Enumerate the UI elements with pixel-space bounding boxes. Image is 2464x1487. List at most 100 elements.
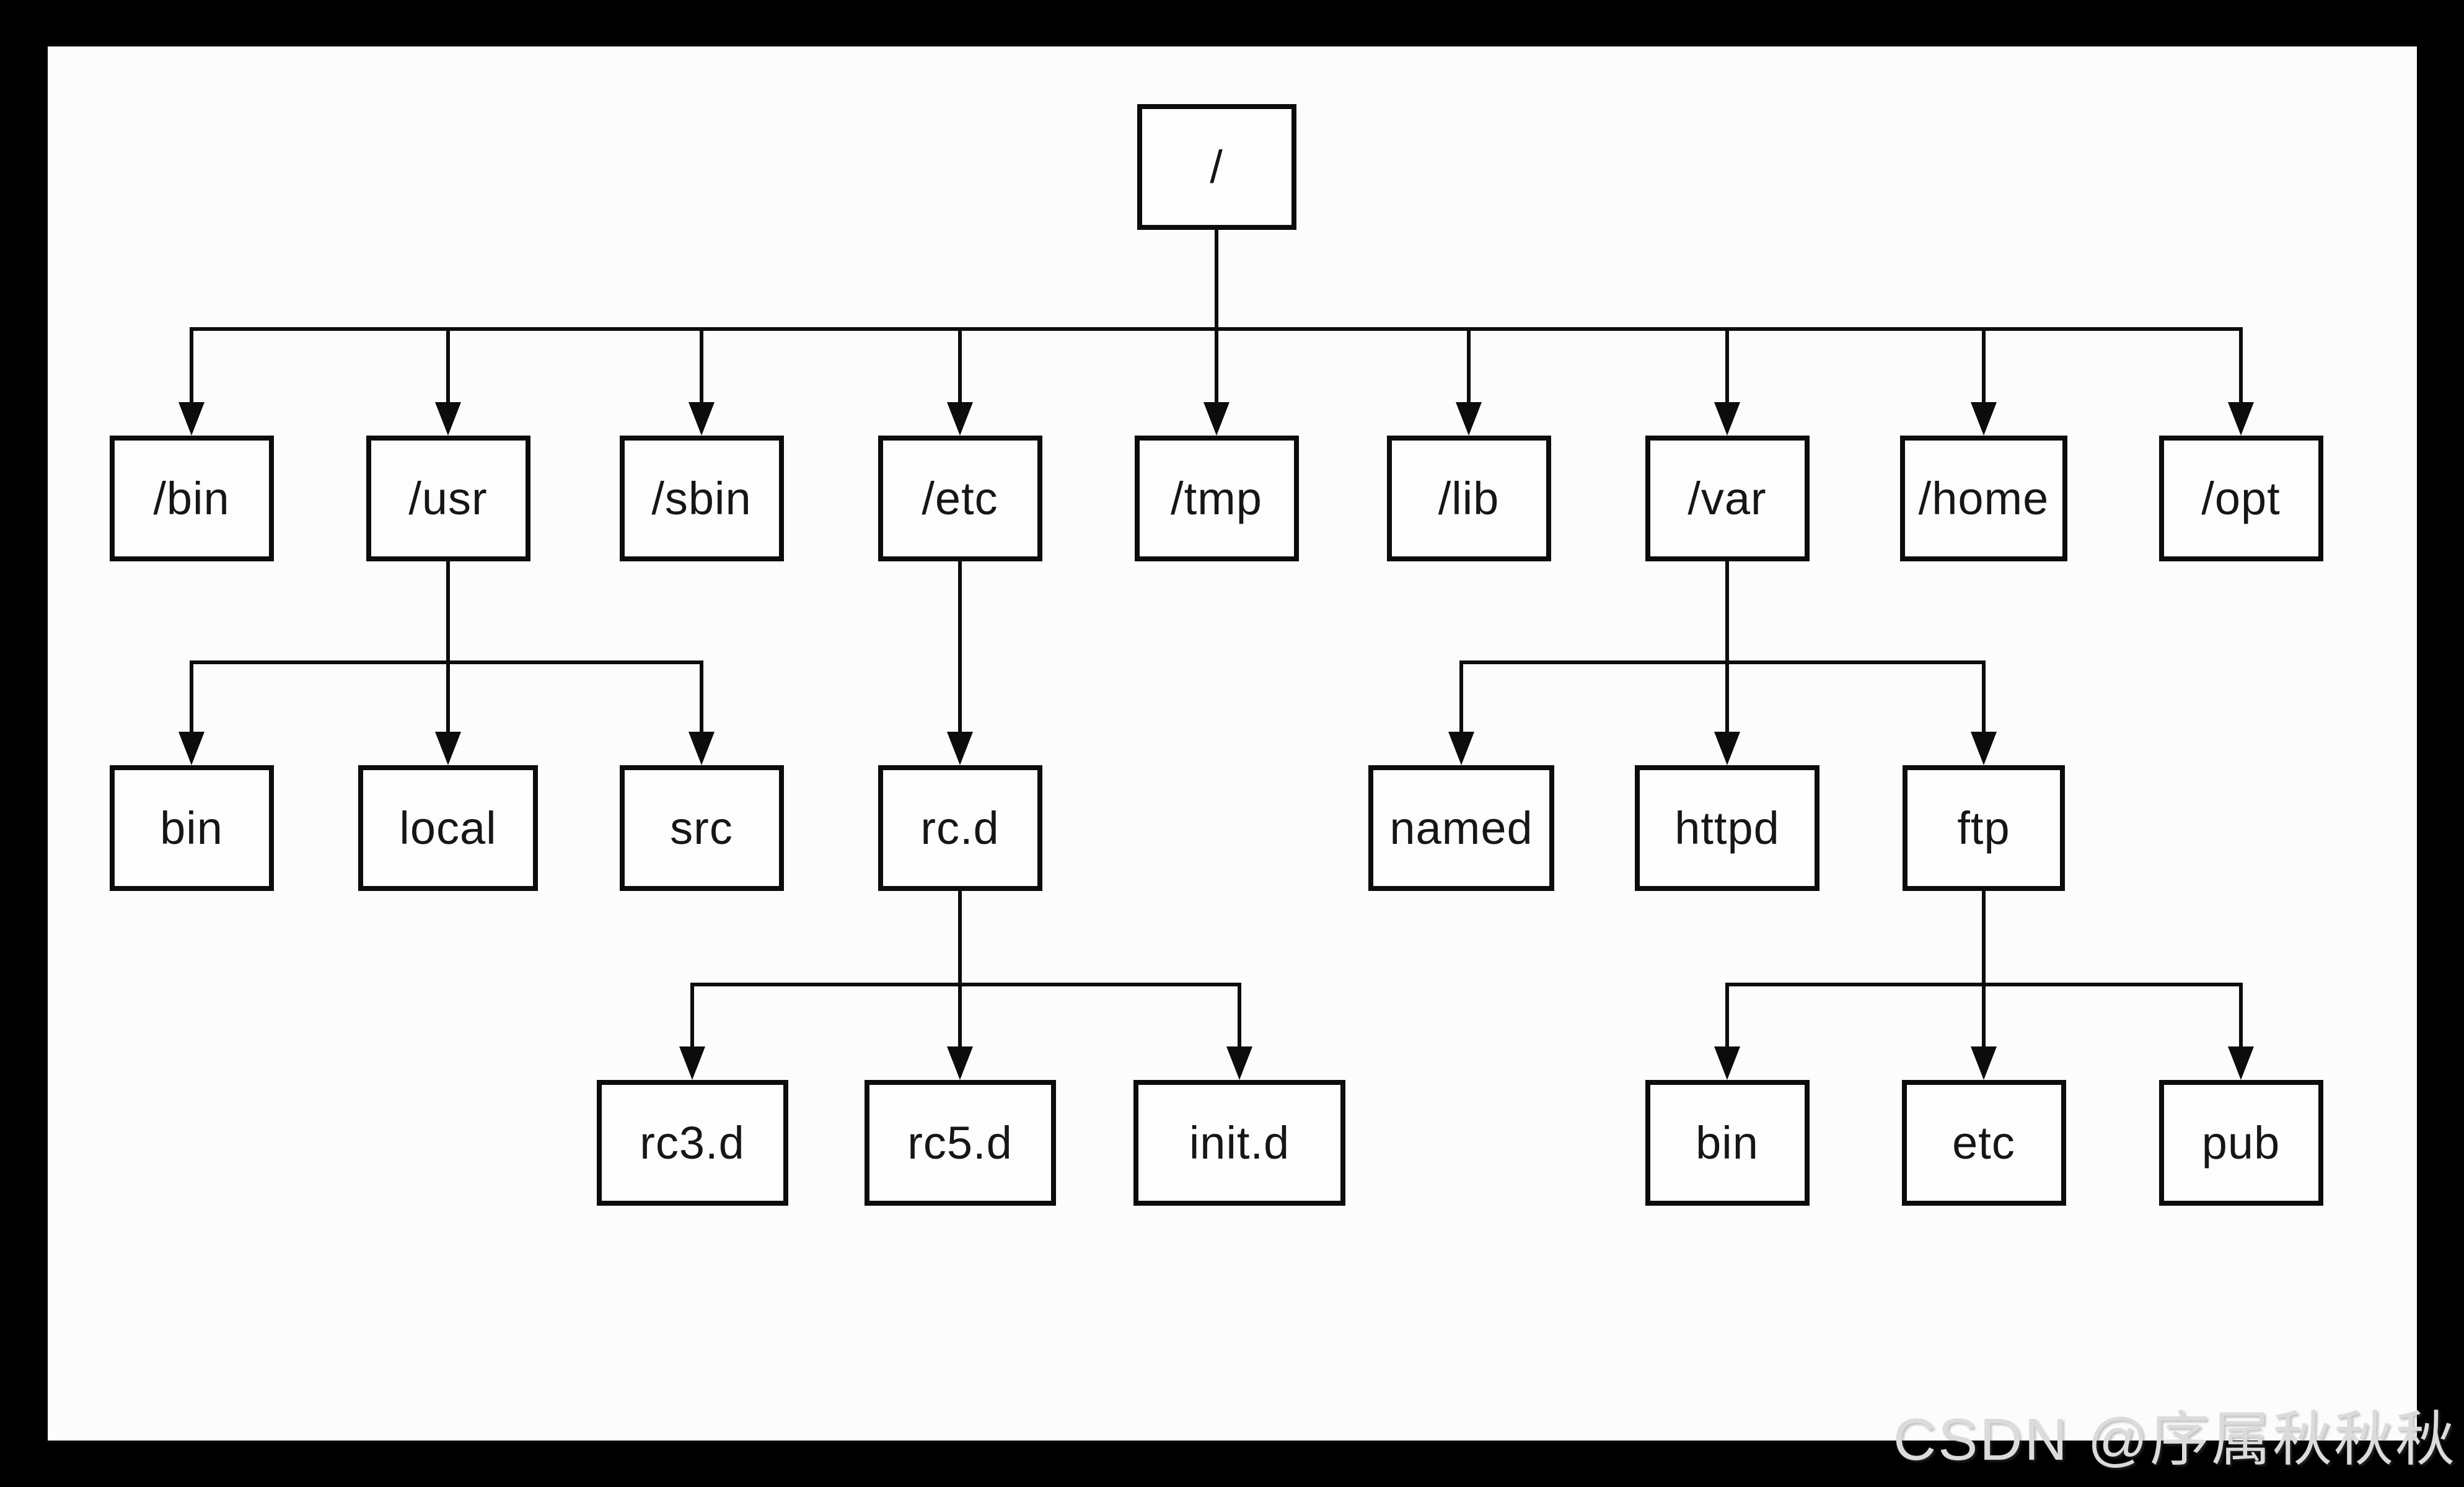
tree-node-label-httpd: httpd xyxy=(1674,802,1780,854)
tree-node-root: / xyxy=(1137,104,1296,230)
tree-node-label-rc5.d: rc5.d xyxy=(907,1117,1013,1169)
arrowhead-root-lib xyxy=(1456,402,1482,436)
connector-line-root-lib xyxy=(1467,327,1471,411)
tree-node-label-ftp-etc: etc xyxy=(1952,1117,2015,1169)
arrowhead-ftp-ftp-etc xyxy=(1971,1046,1997,1080)
tree-node-usr-bin: bin xyxy=(109,765,274,891)
connector-line-ftp-ftp-etc xyxy=(1982,983,1986,1055)
arrowhead-ftp-ftp-pub xyxy=(2228,1046,2254,1080)
connector-line-var-httpd xyxy=(1725,660,1729,740)
arrowhead-root-home xyxy=(1971,402,1997,436)
connector-line-root-sbin xyxy=(700,327,703,411)
connector-bus-rc.d xyxy=(690,983,1241,986)
tree-node-ftp: ftp xyxy=(1903,765,2065,891)
tree-node-label-rc3.d: rc3.d xyxy=(640,1117,745,1169)
tree-node-rc5.d: rc5.d xyxy=(864,1080,1056,1206)
tree-node-label-bin: /bin xyxy=(153,473,230,524)
tree-node-ftp-bin: bin xyxy=(1645,1080,1810,1206)
tree-node-named: named xyxy=(1368,765,1554,891)
arrowhead-var-named xyxy=(1448,732,1474,765)
connector-stub-var xyxy=(1725,561,1729,664)
connector-line-rc.d-rc3.d xyxy=(690,983,694,1055)
connector-line-root-usr xyxy=(446,327,450,411)
connector-line-root-etc xyxy=(958,327,962,411)
tree-node-httpd: httpd xyxy=(1635,765,1819,891)
arrowhead-root-sbin xyxy=(689,402,715,436)
arrowhead-var-httpd xyxy=(1714,732,1740,765)
connector-line-var-ftp xyxy=(1982,660,1986,740)
connector-stub-usr xyxy=(446,561,450,664)
arrowhead-ftp-ftp-bin xyxy=(1714,1046,1740,1080)
tree-node-tmp: /tmp xyxy=(1134,436,1299,561)
tree-node-label-ftp-bin: bin xyxy=(1696,1117,1759,1169)
tree-node-label-usr-bin: bin xyxy=(160,802,223,854)
tree-node-init.d: init.d xyxy=(1133,1080,1345,1206)
diagram-paper xyxy=(48,46,2417,1441)
connector-line-ftp-ftp-bin xyxy=(1725,983,1729,1055)
tree-node-label-named: named xyxy=(1389,802,1533,854)
tree-node-var: /var xyxy=(1645,436,1810,561)
connector-line-root-home xyxy=(1982,327,1986,411)
connector-line-usr-usr-bin xyxy=(190,660,193,740)
tree-node-opt: /opt xyxy=(2158,436,2323,561)
tree-node-label-etc: /etc xyxy=(922,473,998,524)
tree-node-etc: /etc xyxy=(878,436,1042,561)
connector-line-etc-rc.d xyxy=(958,660,962,740)
arrowhead-usr-usr-bin xyxy=(178,732,205,765)
connector-stub-root xyxy=(1215,230,1218,331)
tree-node-ftp-etc: etc xyxy=(1901,1080,2066,1206)
connector-line-usr-usr-local xyxy=(446,660,450,740)
tree-node-label-tmp: /tmp xyxy=(1171,473,1262,524)
tree-node-usr-src: src xyxy=(619,765,784,891)
connector-line-var-named xyxy=(1459,660,1463,740)
tree-node-usr-local: local xyxy=(358,765,538,891)
connector-line-root-opt xyxy=(2239,327,2243,411)
arrowhead-usr-usr-src xyxy=(689,732,715,765)
tree-node-label-rc.d: rc.d xyxy=(920,802,1000,854)
arrowhead-rc.d-rc5.d xyxy=(947,1046,973,1080)
tree-node-label-usr: /usr xyxy=(408,473,488,524)
arrowhead-root-opt xyxy=(2228,402,2254,436)
arrowhead-root-tmp xyxy=(1203,402,1230,436)
watermark: CSDN @序属秋秋秋 xyxy=(1893,1406,2457,1473)
connector-bus-var xyxy=(1459,660,1986,664)
connector-line-root-tmp xyxy=(1215,327,1218,411)
tree-node-label-usr-local: local xyxy=(399,802,497,854)
tree-node-label-usr-src: src xyxy=(670,802,733,854)
connector-line-root-bin xyxy=(190,327,193,411)
tree-node-label-sbin: /sbin xyxy=(651,473,752,524)
arrowhead-root-bin xyxy=(178,402,205,436)
connector-stub-rc.d xyxy=(958,891,962,986)
tree-node-label-root: / xyxy=(1210,141,1223,193)
connector-line-rc.d-rc5.d xyxy=(958,983,962,1055)
tree-node-rc.d: rc.d xyxy=(878,765,1042,891)
tree-node-label-ftp-pub: pub xyxy=(2201,1117,2281,1169)
arrowhead-rc.d-rc3.d xyxy=(679,1046,705,1080)
connector-line-rc.d-init.d xyxy=(1238,983,1241,1055)
arrowhead-root-usr xyxy=(435,402,461,436)
arrowhead-root-var xyxy=(1714,402,1740,436)
arrowhead-etc-rc.d xyxy=(947,732,973,765)
connector-line-ftp-ftp-pub xyxy=(2239,983,2243,1055)
arrowhead-usr-usr-local xyxy=(435,732,461,765)
tree-node-home: /home xyxy=(1900,436,2067,561)
tree-node-usr: /usr xyxy=(366,436,530,561)
tree-node-label-opt: /opt xyxy=(2201,473,2281,524)
tree-node-lib: /lib xyxy=(1386,436,1551,561)
tree-node-label-ftp: ftp xyxy=(1957,802,2010,854)
tree-node-label-init.d: init.d xyxy=(1189,1117,1290,1169)
tree-node-rc3.d: rc3.d xyxy=(596,1080,788,1206)
connector-stub-ftp xyxy=(1982,891,1986,986)
tree-node-label-lib: /lib xyxy=(1438,473,1500,524)
connector-stub-etc xyxy=(958,561,962,664)
tree-node-bin: /bin xyxy=(109,436,274,561)
arrowhead-rc.d-init.d xyxy=(1226,1046,1252,1080)
tree-node-label-var: /var xyxy=(1687,473,1767,524)
connector-line-usr-usr-src xyxy=(700,660,703,740)
tree-node-ftp-pub: pub xyxy=(2158,1080,2323,1206)
connector-line-root-var xyxy=(1725,327,1729,411)
arrowhead-root-etc xyxy=(947,402,973,436)
tree-node-label-home: /home xyxy=(1918,473,2049,524)
tree-node-sbin: /sbin xyxy=(619,436,784,561)
